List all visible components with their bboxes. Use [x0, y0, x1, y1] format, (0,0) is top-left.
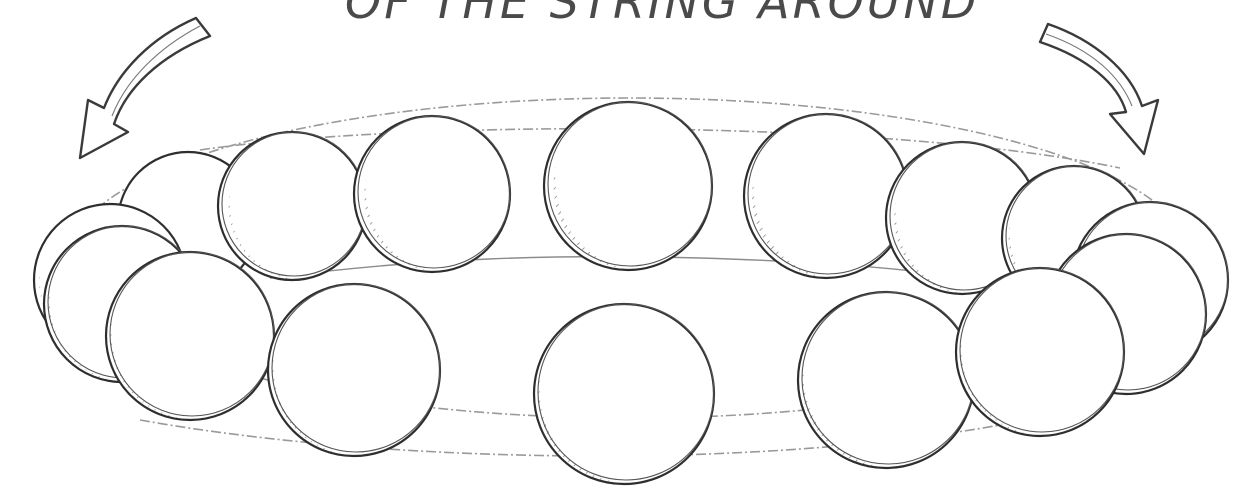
sphere-front-4: [798, 292, 974, 468]
caption-text: OF THE STRING AROUND: [345, 0, 979, 29]
left-curved-arrow: [80, 18, 210, 158]
sphere-back-2: [218, 132, 366, 280]
right-curved-arrow: [1040, 24, 1158, 154]
sphere-front-2: [268, 284, 440, 456]
sphere-ring: [34, 102, 1228, 484]
sphere-front-5: [956, 268, 1124, 436]
sphere-back-5: [744, 114, 908, 278]
sphere-back-4: [544, 102, 712, 270]
sphere-front-3: [534, 304, 714, 484]
sphere-front-1: [106, 252, 274, 420]
sphere-back-3: [354, 116, 510, 272]
